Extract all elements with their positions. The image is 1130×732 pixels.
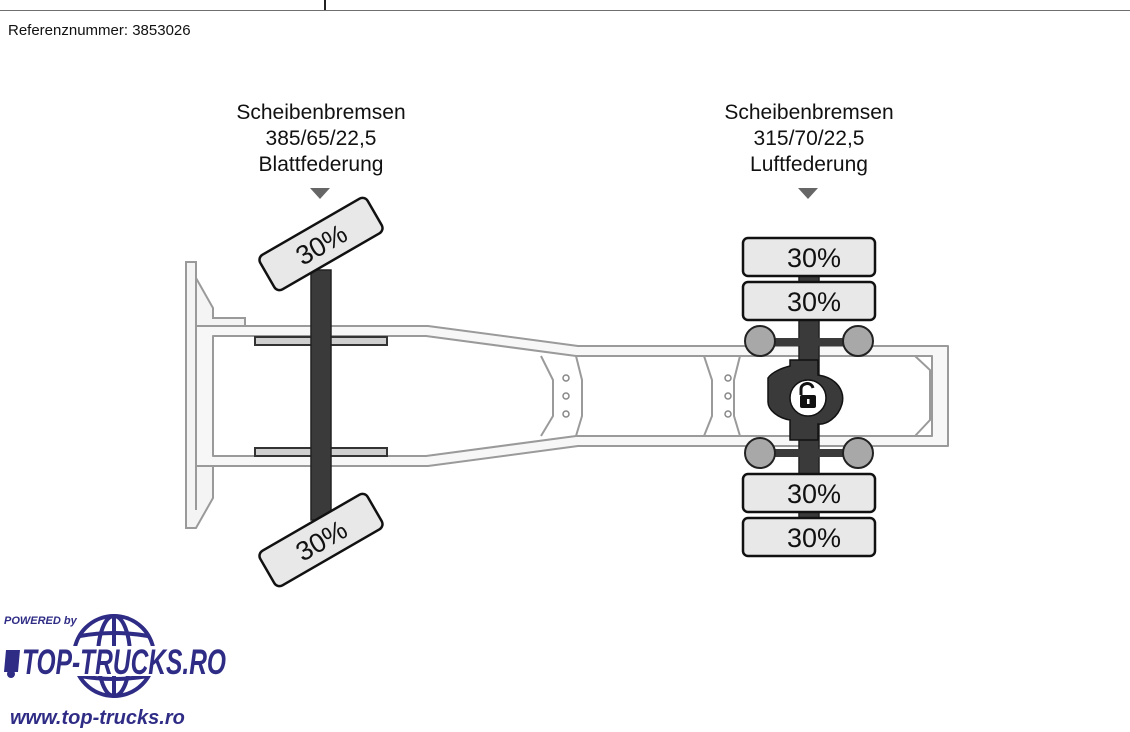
logo-url[interactable]: www.top-trucks.ro bbox=[10, 707, 185, 729]
rear-air-springs bbox=[744, 325, 874, 469]
rear-axle-tire-size: 315/70/22,5 bbox=[753, 127, 865, 150]
rear-axle-suspension: Luftfederung bbox=[750, 153, 868, 176]
rear-outer-left-tire-tread: 30% bbox=[787, 243, 841, 273]
rear-inner-left-tire: 30% bbox=[741, 280, 877, 322]
rear-air-spring-bar-upper bbox=[758, 338, 858, 346]
header-tick-mark bbox=[324, 0, 326, 10]
truck-logo-icon bbox=[4, 650, 20, 678]
truck-chassis-diagram: 30% 30% bbox=[185, 188, 949, 588]
rear-axle-marker-icon bbox=[798, 188, 818, 199]
globe-logo-icon bbox=[4, 614, 228, 698]
logo-wordmark-container: TOP-TRUCKS.RO bbox=[22, 643, 226, 682]
frame-cross-members bbox=[540, 355, 931, 437]
chassis-frame bbox=[195, 325, 949, 467]
front-axle-tire-size: 385/65/22,5 bbox=[265, 127, 377, 150]
rear-axle-label: Scheibenbremsen 315/70/22,5 Luftfederung bbox=[689, 100, 929, 178]
front-axle-suspension: Blattfederung bbox=[258, 153, 384, 176]
header-divider bbox=[0, 10, 1130, 11]
logo-wordmark: TOP-TRUCKS.RO bbox=[22, 643, 226, 682]
top-trucks-logo[interactable]: POWERED by TOP-TRUCKS.RO www.top-trucks.… bbox=[0, 612, 232, 732]
rear-air-spring-bar-lower bbox=[758, 449, 858, 457]
frame-rivets bbox=[562, 374, 732, 418]
front-axle-brakes: Scheibenbremsen bbox=[236, 101, 406, 124]
front-axle: 30% 30% bbox=[254, 196, 388, 588]
front-axle-marker-icon bbox=[310, 188, 330, 199]
rear-outer-right-tire-tread: 30% bbox=[787, 523, 841, 553]
front-axle-beam bbox=[310, 269, 332, 521]
rear-outer-right-tire: 30% bbox=[741, 516, 877, 558]
powered-by-text: POWERED by bbox=[4, 615, 77, 627]
rear-inner-right-tire-tread: 30% bbox=[787, 479, 841, 509]
rear-axle: 30% 30% 30% 30% bbox=[741, 236, 877, 558]
rear-axle-brakes: Scheibenbremsen bbox=[724, 101, 894, 124]
reference-number: Referenznummer: 3853026 bbox=[8, 22, 191, 39]
rear-inner-right-tire: 30% bbox=[741, 472, 877, 514]
front-axle-label: Scheibenbremsen 385/65/22,5 Blattfederun… bbox=[201, 100, 441, 178]
rear-outer-left-tire: 30% bbox=[741, 236, 877, 278]
unlocked-padlock-icon bbox=[789, 379, 827, 417]
rear-inner-left-tire-tread: 30% bbox=[787, 287, 841, 317]
